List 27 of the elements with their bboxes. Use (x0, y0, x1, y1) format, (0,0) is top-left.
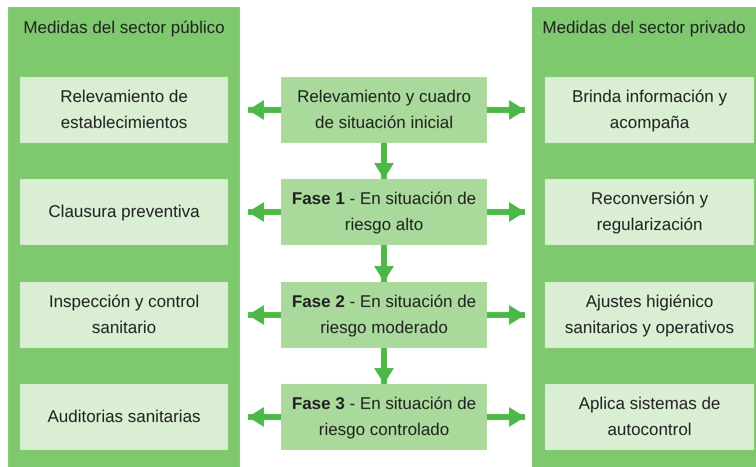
arrow (374, 348, 394, 384)
measure-box: Aplica sistemas de autocontrol (545, 384, 754, 450)
phase-box: Relevamiento y cuadro de situación inicial (281, 77, 487, 143)
measure-box: Ajustes higiénico sanitarios y operativos (545, 282, 754, 348)
arrow (248, 100, 281, 120)
arrow (248, 407, 281, 427)
arrow (374, 245, 394, 282)
phase-box: Fase 2 - En situación de riesgo moderado (281, 282, 487, 348)
sector-panel (532, 7, 756, 467)
measure-box: Inspección y control sanitario (20, 282, 228, 348)
phase-box: Fase 1 - En situación de riesgo alto (281, 179, 487, 245)
sector-panel (8, 7, 240, 467)
panel-heading: Medidas del sector privado (541, 17, 747, 39)
measure-box: Relevamiento de establecimientos (20, 77, 228, 143)
arrow (248, 305, 281, 325)
measure-box: Auditorias sanitarias (20, 384, 228, 450)
arrow (487, 305, 525, 325)
arrow (487, 202, 525, 222)
arrow (248, 202, 281, 222)
panel-heading: Medidas del sector público (22, 17, 226, 39)
phase-box: Fase 3 - En situación de riesgo controlado (281, 384, 487, 450)
arrow (487, 100, 525, 120)
measure-box: Clausura preventiva (20, 179, 228, 245)
measure-box: Brinda información y acompaña (545, 77, 754, 143)
arrow (487, 407, 525, 427)
arrow (374, 143, 394, 179)
measure-box: Reconversión y regularización (545, 179, 754, 245)
